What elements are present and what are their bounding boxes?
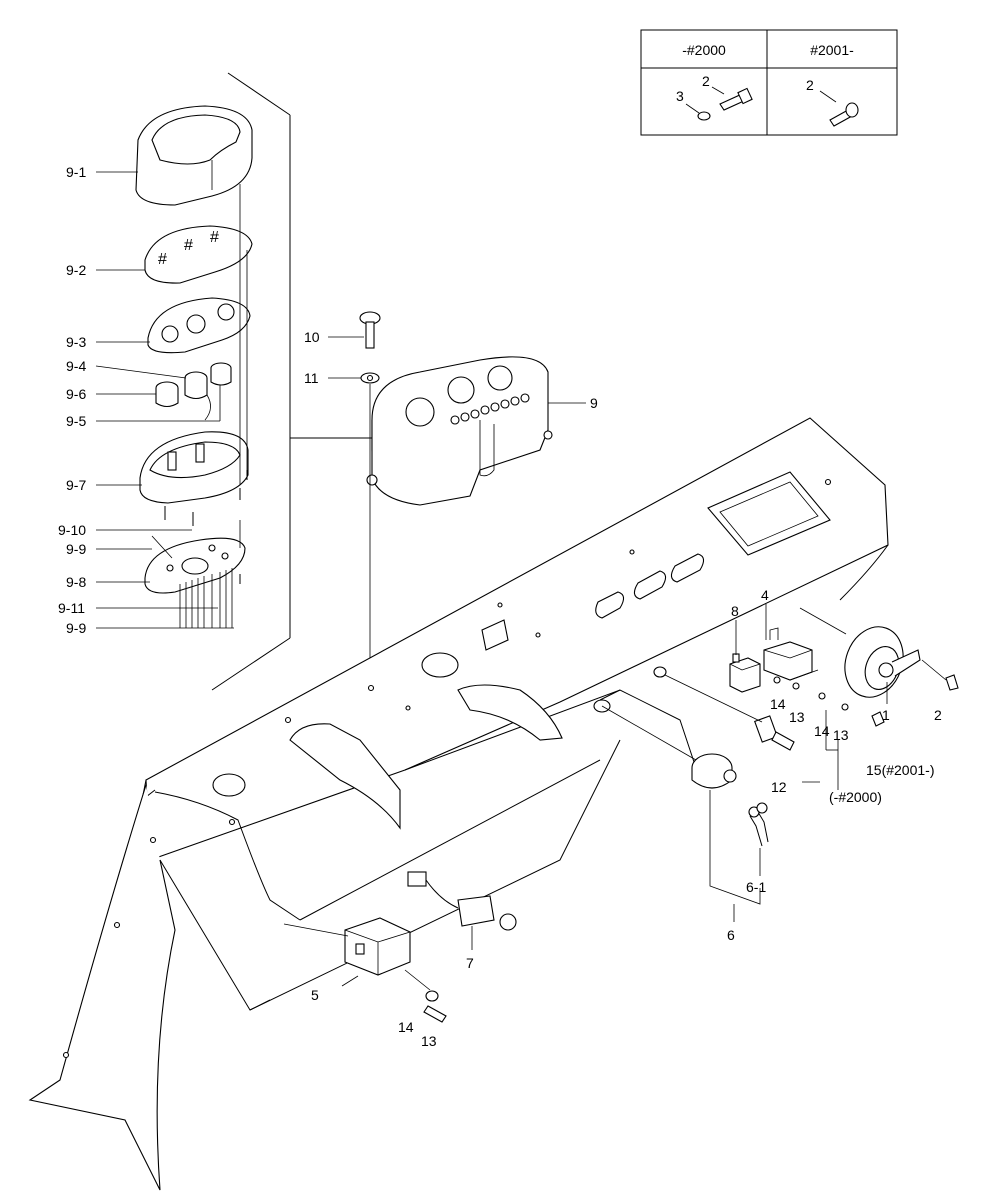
controller-5 xyxy=(283,917,447,1023)
relay-8 xyxy=(729,653,761,693)
label-9-9-top: 9-9 xyxy=(66,541,86,557)
table-header-post-2001: #2001- xyxy=(810,42,854,58)
screw-10-washer-11 xyxy=(359,311,381,688)
label-9-2: 9-2 xyxy=(66,262,86,278)
label-9-10: 9-10 xyxy=(58,522,86,538)
keys-6-1 xyxy=(748,802,769,876)
label-11: 11 xyxy=(304,370,319,386)
label-4: 4 xyxy=(761,587,769,603)
horn-1 xyxy=(799,607,959,698)
switch-7 xyxy=(407,871,517,950)
label-1: 1 xyxy=(882,707,890,723)
label-8: 8 xyxy=(731,603,739,619)
circuit-board-9-8 xyxy=(144,520,246,628)
meter-exploded-bracket xyxy=(211,72,375,691)
label-9-7: 9-7 xyxy=(66,477,86,493)
label-pre-2000: (-#2000) xyxy=(829,789,882,805)
screws-13-14-right xyxy=(773,676,885,790)
meter-face-plate-9-3 xyxy=(147,297,251,354)
meter-rear-case-9-7 xyxy=(139,431,249,504)
label-13-b: 13 xyxy=(833,727,849,743)
label-9-8: 9-8 xyxy=(66,574,86,590)
label-9-11: 9-11 xyxy=(58,600,85,616)
label-12: 12 xyxy=(771,779,787,795)
table-callout-2-right: 2 xyxy=(806,77,814,93)
label-9-3: 9-3 xyxy=(66,334,86,350)
svg-text:#: # xyxy=(158,251,167,268)
table-callout-2-left: 2 xyxy=(702,73,710,89)
label-14-b: 14 xyxy=(814,723,830,739)
table-callout-3: 3 xyxy=(676,88,684,104)
label-15: 15(#2001-) xyxy=(866,762,935,778)
label-9-4: 9-4 xyxy=(66,358,86,374)
label-5: 5 xyxy=(311,987,319,1003)
meter-lens-9-2: # # # xyxy=(144,225,253,284)
variant-table: -#2000 #2001- 3 2 2 xyxy=(640,29,898,136)
svg-text:#: # xyxy=(210,229,219,246)
toggle-switch-12 xyxy=(664,674,795,751)
label-14-c: 14 xyxy=(398,1019,414,1035)
label-9: 9 xyxy=(590,395,598,411)
label-2: 2 xyxy=(934,707,942,723)
leader-lines xyxy=(95,171,888,987)
label-9-5: 9-5 xyxy=(66,413,86,429)
key-switch-6 xyxy=(601,705,761,922)
indicator-lamps xyxy=(155,362,232,421)
label-10: 10 xyxy=(304,329,320,345)
label-13-c: 13 xyxy=(421,1033,437,1049)
label-6: 6 xyxy=(727,927,735,943)
relay-4 xyxy=(763,627,819,681)
label-14-a: 14 xyxy=(770,696,786,712)
svg-text:#: # xyxy=(184,237,193,254)
meter-screws xyxy=(164,184,248,526)
label-9-1: 9-1 xyxy=(66,164,86,180)
part-labels: 9-1 9-2 9-3 9-4 9-6 9-5 9-7 9-10 9-9 9-8… xyxy=(58,164,942,1049)
label-9-6: 9-6 xyxy=(66,386,86,402)
label-13-a: 13 xyxy=(789,709,805,725)
instrument-meter-9 xyxy=(366,356,553,506)
table-header-pre-2000: -#2000 xyxy=(682,42,726,58)
label-6-1: 6-1 xyxy=(746,879,766,895)
label-9-9-bottom: 9-9 xyxy=(66,620,86,636)
washer-icon xyxy=(697,111,711,121)
label-7: 7 xyxy=(466,955,474,971)
meter-cover-9-1 xyxy=(135,105,253,206)
dashboard-panel xyxy=(28,417,889,1191)
